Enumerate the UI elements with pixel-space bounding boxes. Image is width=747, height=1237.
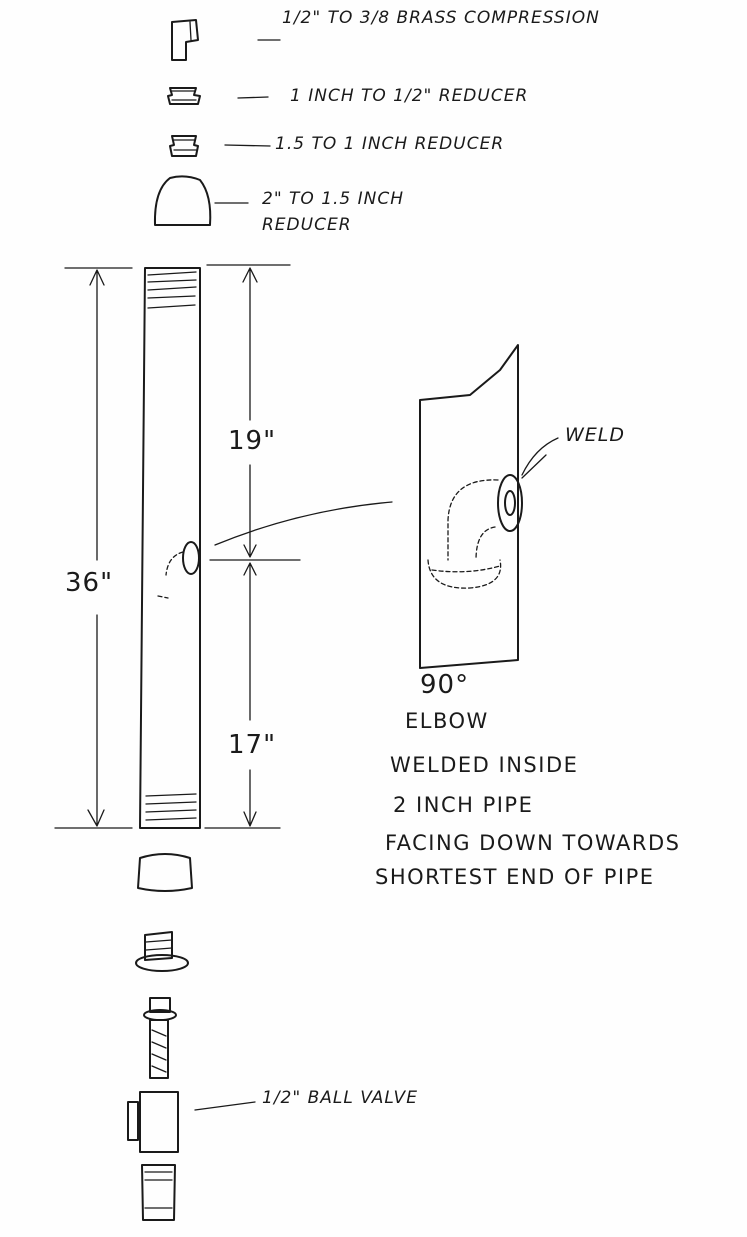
- note-line-2: WELDED INSIDE: [390, 753, 579, 777]
- bottom-nipple: [141, 1164, 176, 1221]
- label-one-half-reducer: 1.5 TO 1 INCH REDUCER: [275, 134, 505, 154]
- note-line-5: SHORTEST END OF PIPE: [375, 865, 655, 889]
- label-one-inch-reducer: 1 INCH TO 1/2" REDUCER: [290, 86, 529, 106]
- bottom-reducer: [135, 931, 189, 972]
- brass-compression-elbow: [171, 19, 199, 61]
- weld-detail-view: [419, 344, 559, 669]
- weld-label: WELD: [565, 424, 626, 446]
- bottom-cap: [137, 853, 193, 892]
- detail-callout-line: [214, 501, 393, 546]
- dimension-lower-label: 17": [228, 730, 277, 760]
- label-brass-compression: 1/2" TO 3/8 BRASS COMPRESSION: [282, 8, 600, 28]
- elbow-angle-label: 90°: [420, 670, 470, 700]
- dimension-19-17: [204, 264, 301, 829]
- note-line-4: FACING DOWN TOWARDS: [385, 831, 681, 855]
- bottom-small-reducer: [143, 997, 177, 1079]
- dimension-36: [54, 267, 133, 829]
- label-two-inch-reducer: 2" TO 1.5 INCH REDUCER: [262, 189, 405, 235]
- label-ball-valve: 1/2" BALL VALVE: [262, 1088, 418, 1108]
- two-inch-pipe: [139, 267, 201, 829]
- note-line-1: ELBOW: [405, 709, 489, 733]
- ball-valve: [127, 1091, 179, 1153]
- one-inch-reducer: [167, 87, 201, 105]
- one-half-inch-reducer: [169, 135, 199, 157]
- dimension-upper-label: 19": [228, 426, 277, 456]
- ball-valve-leader: [194, 1101, 256, 1111]
- note-line-3: 2 INCH PIPE: [393, 793, 534, 817]
- dimension-total-label: 36": [65, 568, 114, 598]
- two-inch-reducer: [153, 175, 212, 226]
